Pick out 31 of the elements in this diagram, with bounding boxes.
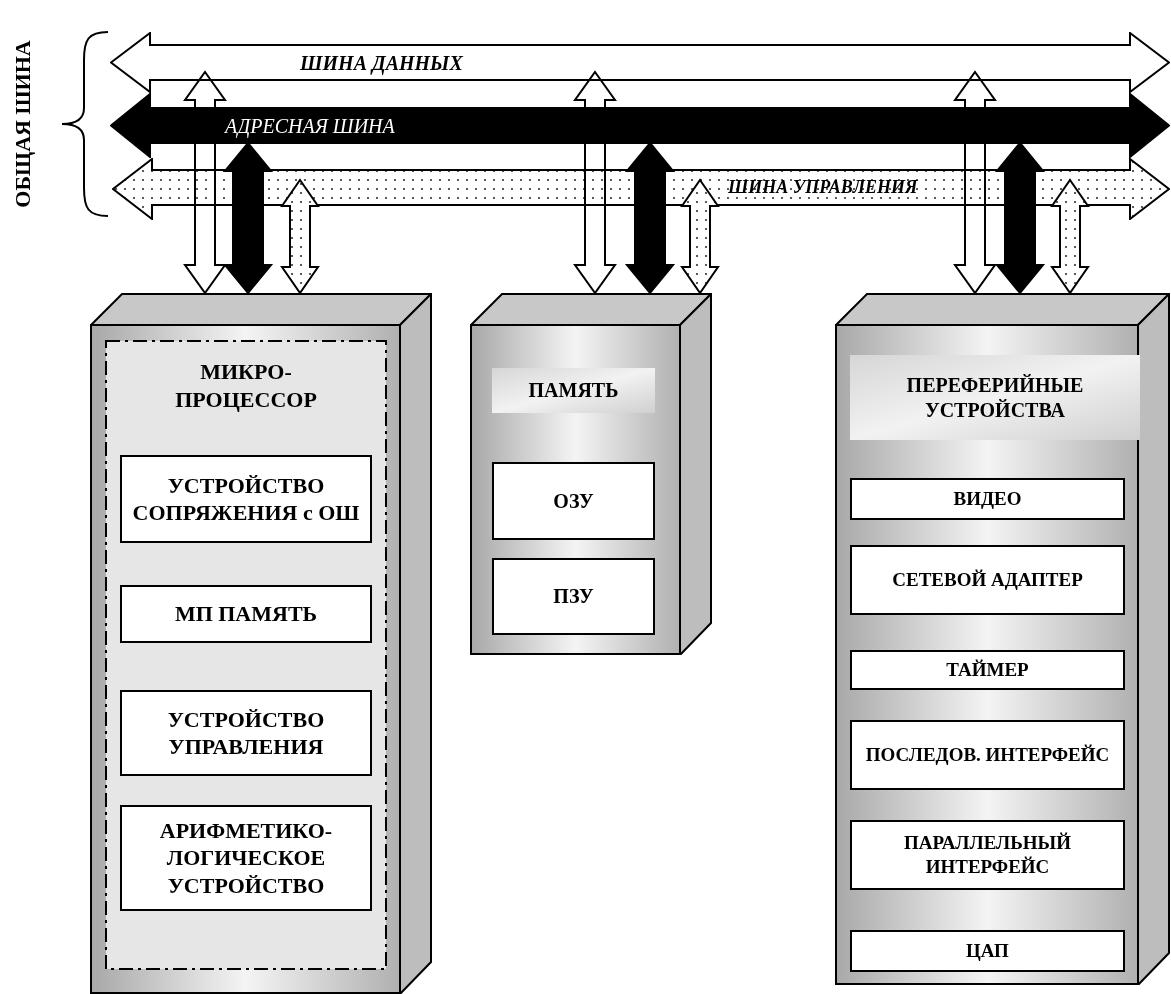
block-heading: ПАМЯТЬ — [492, 368, 655, 413]
double-arrow — [280, 178, 320, 295]
double-arrow — [953, 70, 997, 295]
unit-box: ВИДЕО — [850, 478, 1125, 520]
double-arrow — [222, 141, 274, 295]
double-arrow — [1050, 178, 1090, 295]
block-heading: ПЕРЕФЕРИЙНЫЕ УСТРОЙСТВА — [850, 355, 1140, 440]
unit-box: ПЗУ — [492, 558, 655, 635]
frame-heading: МИКРО- ПРОЦЕССОР — [174, 358, 318, 413]
bus-label: АДРЕСНАЯ ШИНА — [225, 115, 395, 136]
bus-label: ШИНА УПРАВЛЕНИЯ — [728, 177, 918, 196]
unit-box: МП ПАМЯТЬ — [120, 585, 372, 643]
unit-box: ПОСЛЕДОВ. ИНТЕРФЕЙС — [850, 720, 1125, 790]
unit-box: АРИФМЕТИКО- ЛОГИЧЕСКОЕ УСТРОЙСТВО — [120, 805, 372, 911]
unit-box: ОЗУ — [492, 462, 655, 540]
bus-label: ШИНА ДАННЫХ — [300, 52, 463, 73]
bus-band — [110, 93, 1170, 158]
unit-box: ЦАП — [850, 930, 1125, 972]
unit-box: УСТРОЙСТВО УПРАВЛЕНИЯ — [120, 690, 372, 776]
side-label: ОБЩАЯ ШИНА — [8, 40, 36, 208]
unit-box: СЕТЕВОЙ АДАПТЕР — [850, 545, 1125, 615]
double-arrow — [624, 141, 676, 295]
double-arrow — [994, 141, 1046, 295]
bus-band — [110, 32, 1170, 93]
double-arrow — [183, 70, 227, 295]
unit-box: УСТРОЙСТВО СОПРЯЖЕНИЯ с ОШ — [120, 455, 372, 543]
double-arrow — [573, 70, 617, 295]
unit-box: ПАРАЛЛЕЛЬНЫЙ ИНТЕРФЕЙС — [850, 820, 1125, 890]
double-arrow — [680, 178, 720, 295]
unit-box: ТАЙМЕР — [850, 650, 1125, 690]
dashed-frame — [105, 340, 387, 970]
